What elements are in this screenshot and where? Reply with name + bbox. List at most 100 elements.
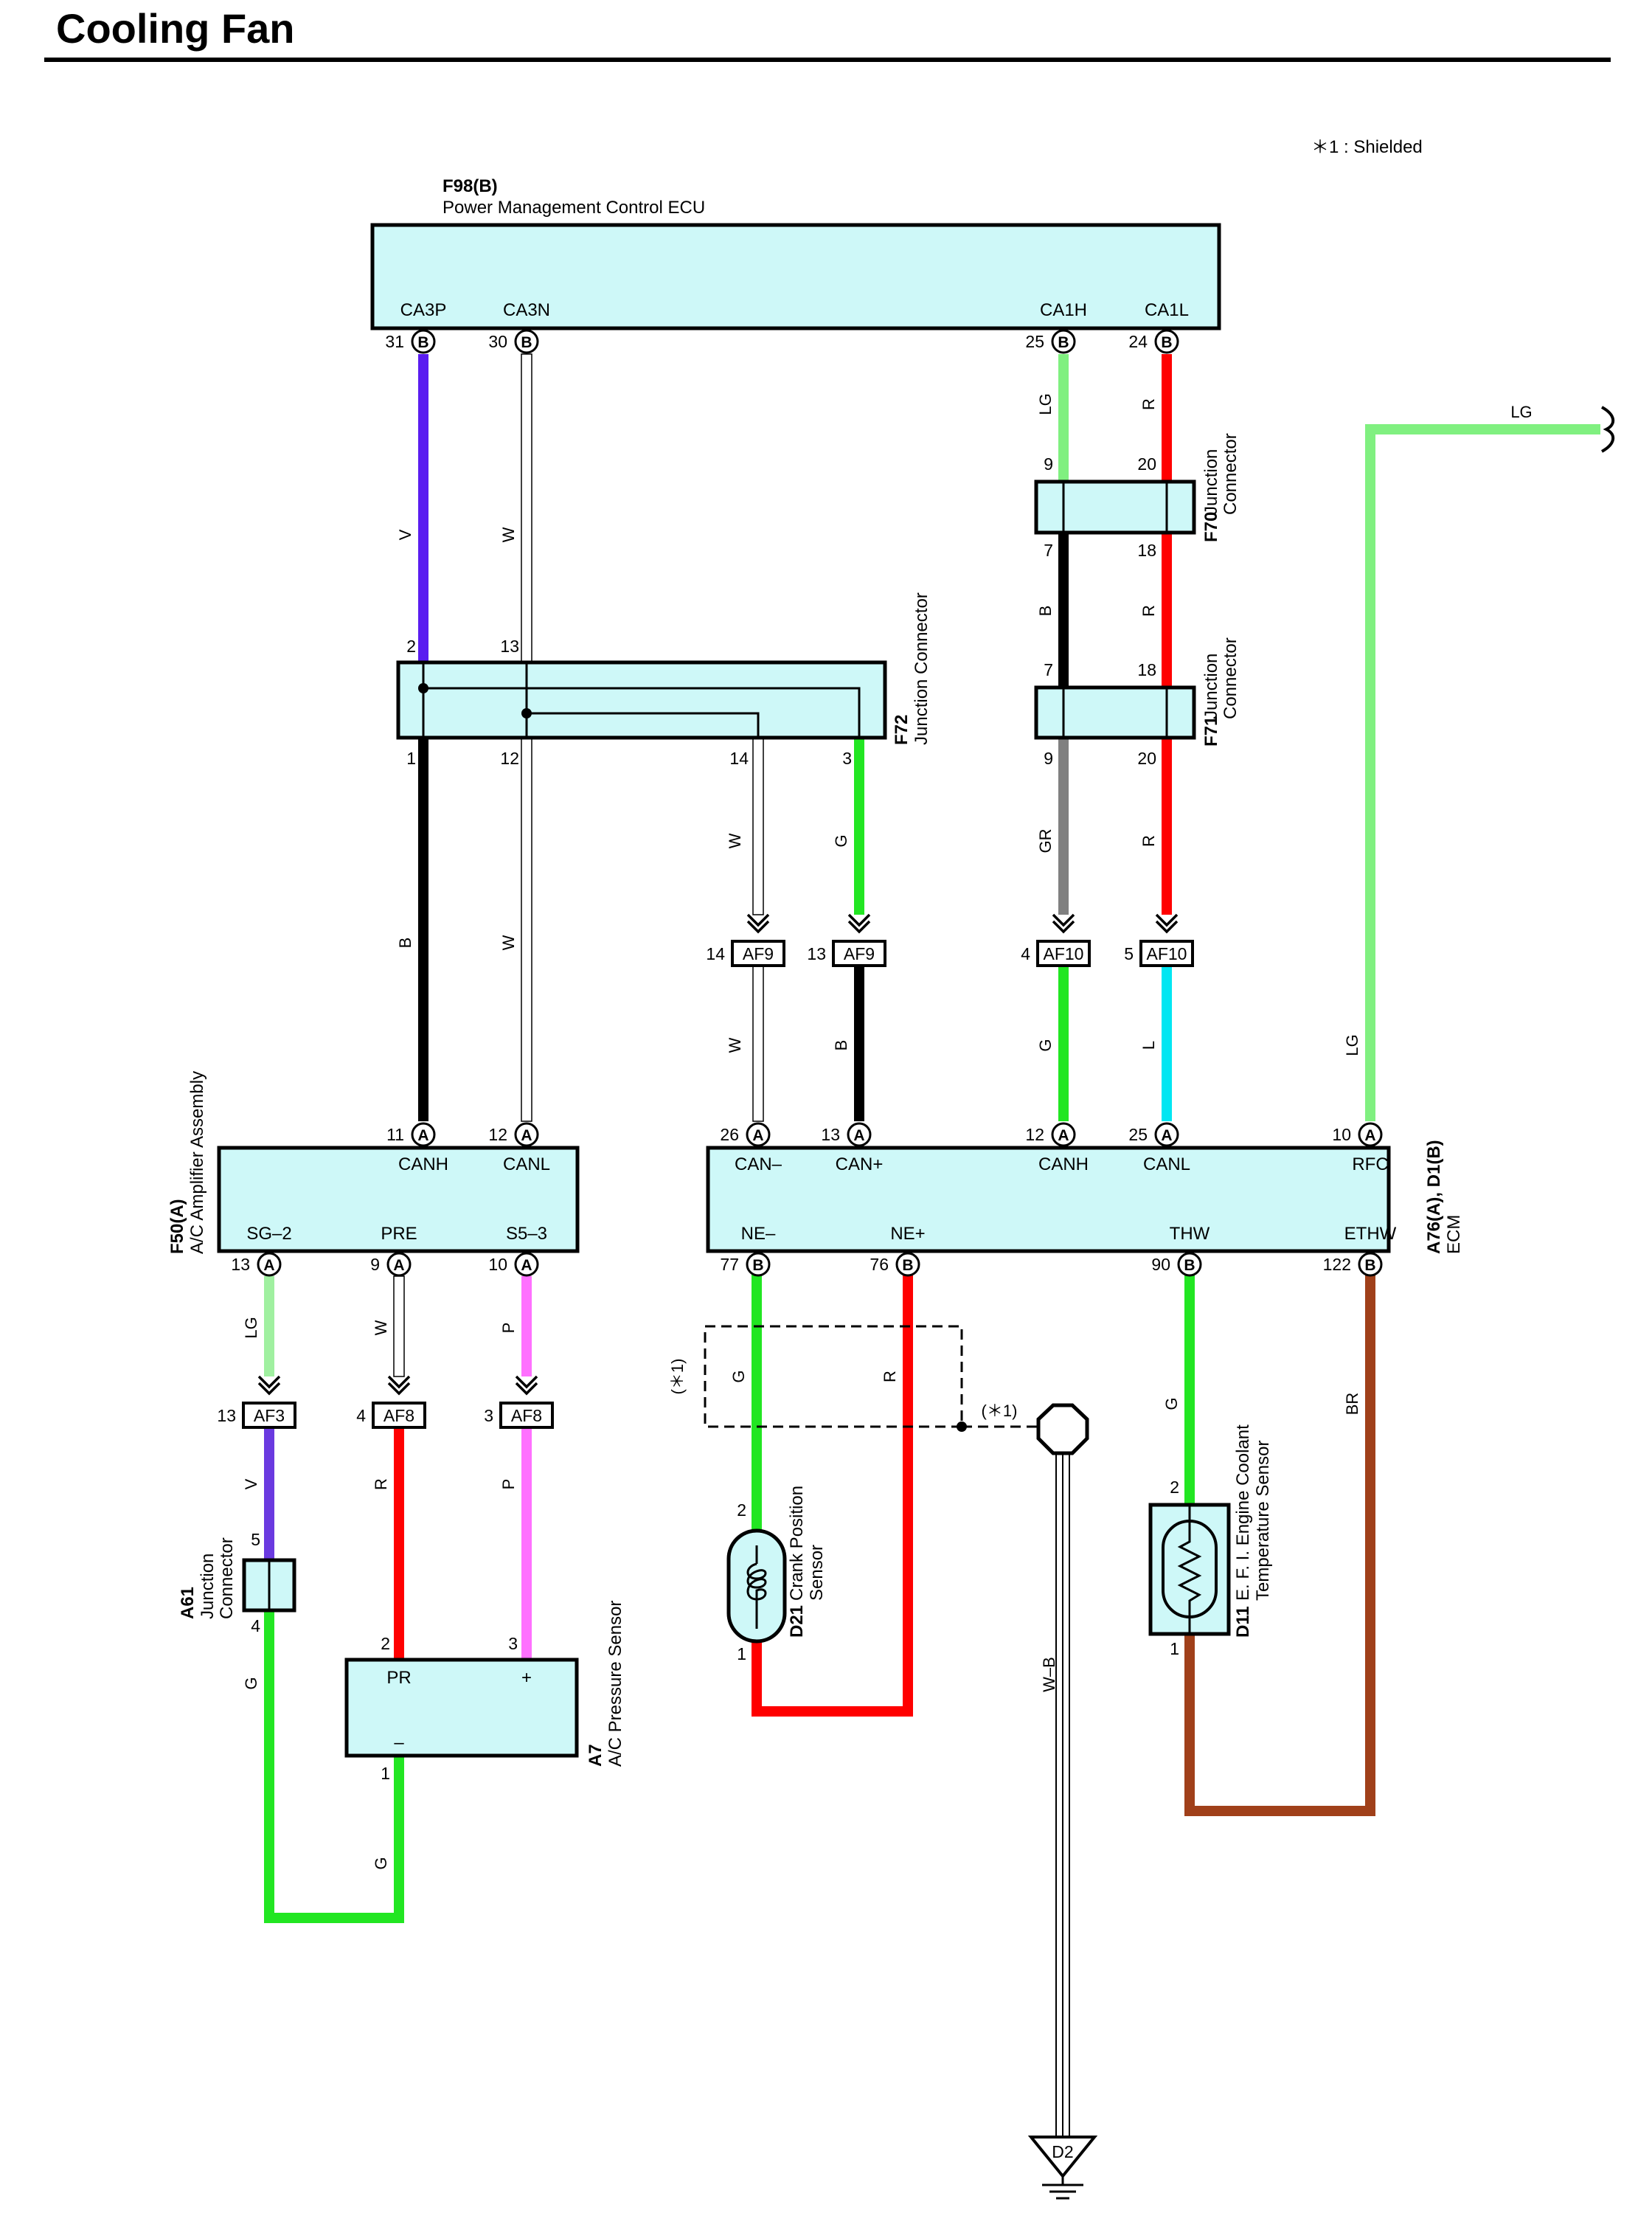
f72-code: F72 [892,715,912,745]
amp-code: F50(A) [167,1199,187,1254]
pin-terminal: A [847,1122,872,1147]
svg-text:B: B [1364,1257,1375,1274]
ecm-pin-rfc: RFC [1352,1154,1388,1174]
pin-number: 12 [1025,1125,1044,1144]
wire-label: GR [1036,829,1055,853]
wire-label: LG [1343,1034,1361,1056]
ac-pressure-sensor: PR + – 2 3 1 A7 A/C Pressure Sensor [344,1601,625,1783]
ecm-code: A76(A), D1(B) [1424,1140,1444,1254]
svg-text:B: B [752,1257,763,1274]
svg-text:A: A [263,1257,274,1274]
inline-connector-af10-4: AF10 4 [1021,940,1091,967]
wire-label: G [372,1857,390,1869]
inline-connector-af9-14: AF9 14 [706,940,785,967]
pin-number: 5 [251,1530,260,1549]
pin-number: 77 [720,1255,739,1274]
wire-label: W [499,935,518,950]
svg-text:A: A [1364,1127,1375,1144]
page-title: Cooling Fan [56,5,295,52]
pin-number: 9 [1044,749,1053,768]
pin-terminal: A [514,1122,539,1147]
pin-number: 24 [1128,332,1148,351]
wire-label: V [396,529,414,540]
amp-pin-s53: S5–3 [506,1224,547,1244]
pin-number: 12 [488,1125,507,1144]
ecm-pin-can-minus: CAN– [735,1154,782,1174]
wire-label: B [1036,606,1055,617]
shield-junction [957,1421,967,1432]
pin-number: 1 [1170,1639,1179,1658]
ac-amplifier-assembly: A A 11 12 CANH CANL SG–2 PRE S5–3 A A A … [167,1071,580,1277]
ecu-top-code: F98(B) [442,176,498,196]
ecm-pin-canh: CANH [1038,1154,1089,1174]
svg-text:Connector: Connector [1221,637,1240,719]
svg-text:4: 4 [356,1406,366,1425]
pin-terminal: B [514,329,539,354]
pin-number: 10 [488,1255,507,1274]
inline-connector-af3: AF3 13 [217,1402,296,1429]
ecm-pin-can-plus: CAN+ [836,1154,884,1174]
inline-connectors-upper: AF9 14 AF9 13 AF10 4 AF10 5 [706,913,1194,967]
pin-terminal: B [1358,1252,1383,1277]
pin-number: 26 [720,1125,739,1144]
d21-name: Crank Position [787,1486,807,1601]
svg-text:B: B [521,334,532,351]
svg-text:B: B [1058,334,1069,351]
ecu-top-pin-ca1l: CA1L [1145,300,1189,320]
wire-label: LG [242,1317,260,1338]
a7-pin-pr-label: PR [386,1668,411,1688]
pin-number: 31 [385,332,404,351]
pin-number: 11 [386,1125,404,1144]
ecm-pin-thw: THW [1170,1224,1210,1244]
wire-label: G [729,1370,748,1382]
svg-text:5: 5 [1124,944,1134,963]
ecu-top-name: Power Management Control ECU [442,198,705,218]
off-page-mark [1600,406,1614,453]
pin-number: 18 [1137,541,1156,560]
pin-number: 4 [251,1616,260,1635]
inline-connector-af9-13: AF9 13 [807,940,886,967]
pin-terminal: A [411,1122,436,1147]
shield-label: (＊1) [982,1402,1018,1420]
inline-connector-af8-4: AF8 4 [356,1402,426,1429]
svg-text:A: A [393,1257,404,1274]
pin-number: 13 [231,1255,250,1274]
pin-number: 122 [1323,1255,1351,1274]
f70-name: Junction [1201,449,1221,515]
pin-number: 1 [737,1644,746,1663]
junction-connector-a61: 5 4 A61 Junction Connector [178,1530,296,1635]
wire-label: L [1139,1041,1158,1050]
ground-octagon-icon [1036,1403,1089,1455]
svg-text:AF9: AF9 [844,944,875,963]
a7-code: A7 [586,1744,605,1767]
svg-text:B: B [417,334,428,351]
f71-code: F71 [1201,716,1221,747]
junction-connector-f70: 9 20 7 18 F70 Junction Connector [1034,433,1240,560]
svg-text:A: A [417,1127,428,1144]
wire-label: W [726,1037,744,1053]
ecm-pin-ne-plus: NE+ [890,1224,925,1244]
svg-text:Sensor: Sensor [807,1545,827,1601]
wire-w-f72-af9 [752,737,764,915]
pin-number: 25 [1128,1125,1148,1144]
coolant-temperature-sensor: 2 1 D11 E. F. I. Engine Coolant Temperat… [1148,1424,1273,1658]
amp-pin-canh: CANH [398,1154,448,1174]
pin-number: 3 [842,749,852,768]
pin-number: 2 [1170,1478,1179,1497]
svg-text:AF9: AF9 [743,944,774,963]
svg-text:3: 3 [484,1406,493,1425]
pin-terminal: A [1358,1122,1383,1147]
amp-pin-canl: CANL [503,1154,550,1174]
d11-code: D11 [1233,1606,1253,1638]
wire-label: W [726,833,744,848]
pin-terminal: B [411,329,436,354]
pin-number: 25 [1025,332,1044,351]
wire-label: B [396,938,414,949]
pin-number: 7 [1044,660,1053,679]
power-management-ecu: F98(B) Power Management Control ECU CA3P… [370,176,1221,354]
pin-terminal: A [514,1252,539,1277]
f71-name: Junction [1201,654,1221,719]
pin-terminal: B [746,1252,771,1277]
wire-label: LG [1036,393,1055,415]
